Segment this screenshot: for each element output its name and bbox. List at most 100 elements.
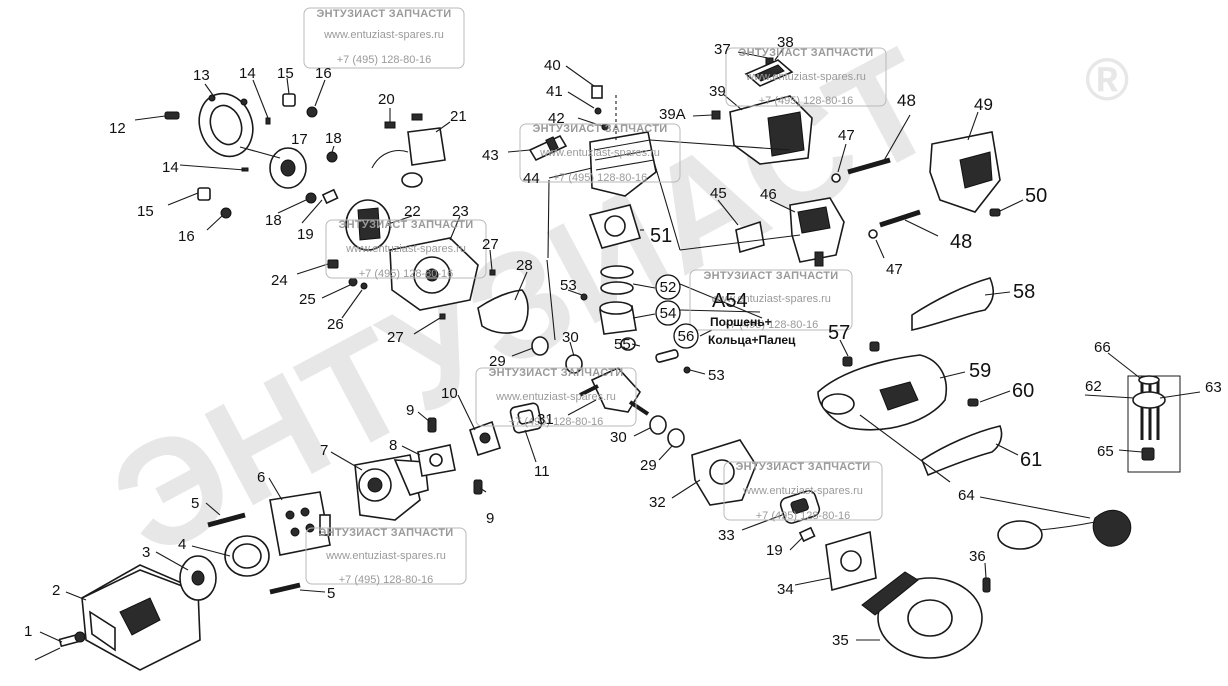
part-number-label: 12 [109,120,126,137]
part-number-label: 58 [1013,281,1035,303]
part-number-label: 49 [974,95,993,114]
part-ignition-coil-icon [371,127,446,188]
part-number-label: 48 [897,91,916,110]
part-number-label: 33 [718,527,735,544]
part-filter-base-icon [269,491,331,556]
watermark-stamp-1: ЭНТУЗИАСТ ЗАПЧАСТИ www.entuziast-spares.… [303,7,465,69]
part-number-label: 42 [548,110,565,127]
part-number-label: 29 [489,353,506,370]
watermark-site: www.entuziast-spares.ru [323,29,444,41]
part-number-label: 5 [191,495,199,512]
part-number-label: 21 [450,108,467,125]
part-number-label: 20 [378,91,395,108]
part-number-label: 19 [297,226,314,243]
part-number-label: 41 [546,83,563,100]
watermark-stamp-2: ЭНТУЗИАСТ ЗАПЧАСТИ www.entuziast-spares.… [725,47,887,107]
part-washers-47-icon [831,173,878,239]
part-number-label: 43 [482,147,499,164]
part-number-label: 60 [1012,380,1034,402]
watermark-phone: +7 (495) 128-80-16 [337,54,431,66]
part-flywheel-icon [345,199,391,251]
part-number-label: 14 [162,159,179,176]
part-screw-12-icon [164,111,180,120]
part-number-label: 63 [1205,379,1222,396]
part-screw-60-icon [967,398,979,407]
part-number-label: 38 [777,34,794,51]
part-number-label: 16 [315,65,332,82]
watermark-brand: ЭНТУЗИАСТ ЗАПЧАСТИ [489,367,624,379]
part-starter-housing-icon [198,92,254,158]
watermark-site: www.entuziast-spares.ru [345,243,466,255]
part-number-label: 44 [523,170,540,187]
part-filter-ring-icon [224,535,270,577]
part-number-label: 13 [193,67,210,84]
circled-label-56: 56 [673,323,699,349]
part-number-label: 18 [265,212,282,229]
part-piston-rings-icon [600,265,634,295]
watermark-phone: +7 (495) 128-80-16 [339,574,433,586]
part-crankcase-half-icon [389,237,479,311]
registered-mark: ® [1085,46,1129,113]
part-number-label: 1 [24,623,32,640]
assembly-line-1: Поршень+ [710,315,772,329]
watermark-brand: ЭНТУЗИАСТ ЗАПЧАСТИ [739,47,874,59]
watermark-site: www.entuziast-spares.ru [539,147,660,159]
part-number-label: 9 [406,402,414,419]
svg-text:56: 56 [678,328,695,345]
part-blocks-19-icon [321,188,816,543]
part-number-label: 11 [534,463,550,480]
part-number-label: 18 [325,130,342,147]
part-piston-pin-icon [655,349,679,363]
part-number-label: 15 [277,65,294,82]
part-number-label: 15 [137,203,154,220]
part-number-label: 55 [614,336,631,353]
watermark-brand: ЭНТУЗИАСТ ЗАПЧАСТИ [319,527,454,539]
part-washers-16-icon [220,106,318,219]
part-number-label: 23 [452,203,469,220]
part-number-label: 16 [178,228,195,245]
part-muffler-icon [789,197,845,267]
part-cylinder-gasket-icon [588,204,642,249]
watermark-site: www.entuziast-spares.ru [745,71,866,83]
watermark-stamp-6: ЭНТУЗИАСТ ЗАПЧАСТИ www.entuziast-spares.… [475,367,637,428]
part-number-label: 29 [640,457,657,474]
part-needle-bearing-icon [620,337,636,351]
part-number-label: 65 [1097,443,1114,460]
part-number-label: 4 [178,536,186,553]
part-carburetor-icon [354,454,429,521]
part-fuel-tank-icon [817,354,947,431]
watermark-phone: +7 (495) 128-80-16 [724,319,818,331]
part-number-label: 24 [271,272,288,289]
part-number-label: 27 [482,236,499,253]
part-bearings-29-icon [531,336,685,448]
assembly-line-2: Кольца+Палец [708,333,796,347]
watermark-stamp-5: ЭНТУЗИАСТ ЗАПЧАСТИ www.entuziast-spares.… [689,269,853,331]
part-number-label: 35 [832,632,849,649]
part-number-label: 51 [650,225,672,247]
part-number-label: 17 [291,131,308,148]
part-number-label: 28 [516,257,533,274]
part-screws-9-icon [427,417,483,495]
part-crankcase-gasket-icon [477,289,529,334]
part-number-label: 6 [257,469,265,486]
part-number-label: 8 [389,437,397,454]
part-crankshaft-icon [579,367,650,416]
part-number-label: 30 [610,429,627,446]
watermark-phone: +7 (495) 128-80-16 [759,95,853,107]
watermark-phone: +7 (495) 128-80-16 [553,172,647,184]
part-screw-50-icon [989,208,1001,217]
part-insulator-icon [509,402,543,434]
part-number-label: 27 [387,329,404,346]
part-gasket-33-icon [779,490,821,524]
assembly-code: A54 [712,290,748,312]
part-bolt-40-icon [591,85,603,99]
part-number-label: 22 [404,203,421,220]
part-number-labels: 1 2 3 4 5 5 6 7 8 9 9 10 11 12 13 14 14 … [24,34,1222,649]
part-recoil-starter-icon [861,571,983,659]
leader-lines [34,47,1201,661]
part-muffler-cover-icon [929,131,1001,213]
svg-text:54: 54 [660,305,677,322]
part-filter-disk-icon [179,555,217,601]
part-air-filter-cover-icon [81,564,201,671]
part-number-label: 40 [544,57,561,74]
